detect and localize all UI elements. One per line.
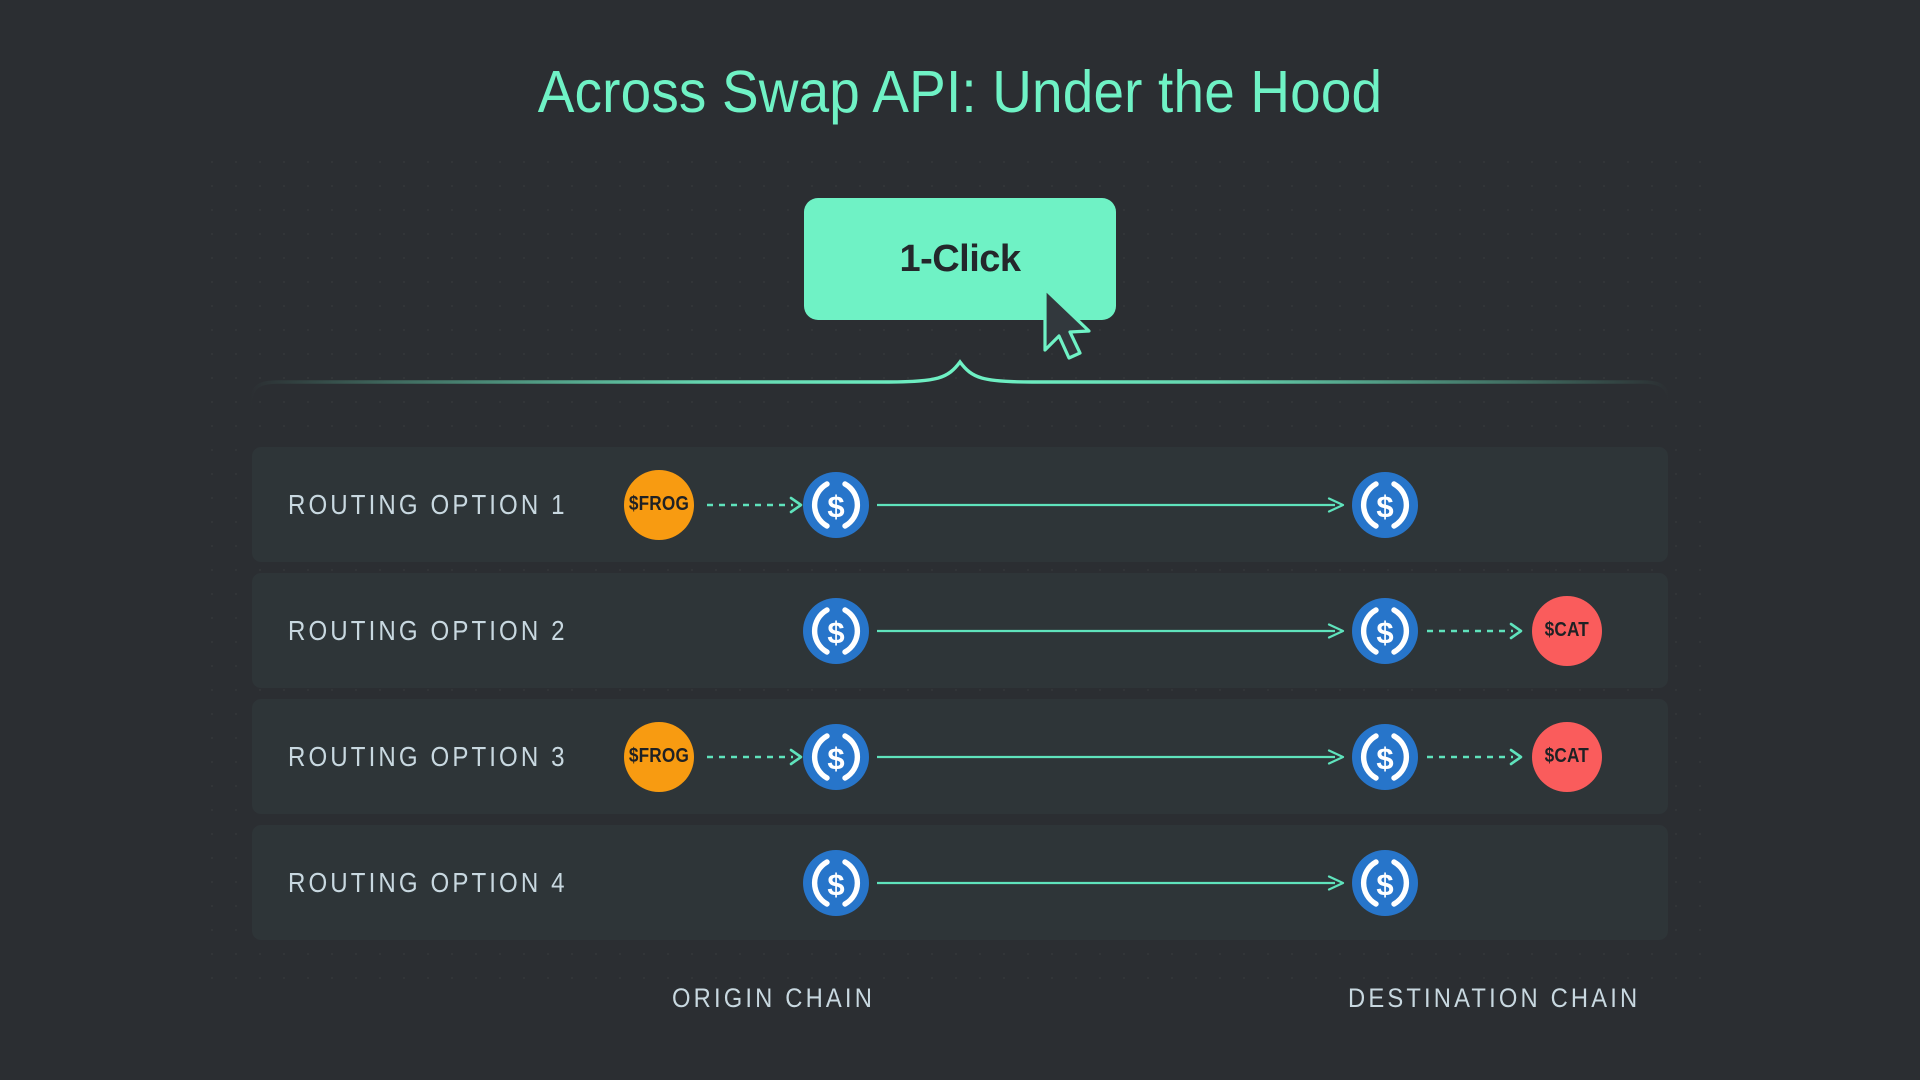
page-title: Across Swap API: Under the Hood	[537, 59, 1383, 125]
table-row[interactable]: ROUTING OPTION 1 $FROG $	[252, 447, 1668, 562]
bridge-arrow-solid	[877, 874, 1345, 891]
token-cat-destination[interactable]: $CAT	[1532, 595, 1602, 666]
table-row[interactable]: ROUTING OPTION 2 $ $	[252, 573, 1668, 688]
table-row[interactable]: ROUTING OPTION 3 $FROG $	[252, 699, 1668, 814]
usdc-coin-icon-origin[interactable]: $	[803, 849, 869, 916]
svg-text:$: $	[827, 741, 844, 776]
swap-arrow-dashed-destination	[1427, 748, 1523, 765]
routing-option-label: ROUTING OPTION 1	[288, 488, 568, 520]
token-frog-label: $FROG	[628, 745, 690, 767]
token-frog-origin[interactable]: $FROG	[624, 469, 694, 540]
svg-text:$: $	[1376, 741, 1393, 776]
swap-arrow-dashed-origin	[707, 748, 803, 765]
routing-option-label: ROUTING OPTION 3	[288, 740, 568, 772]
token-cat-label: $CAT	[1544, 745, 1590, 767]
svg-text:$: $	[827, 489, 844, 524]
mouse-pointer-icon	[1043, 287, 1091, 360]
svg-text:$: $	[827, 867, 844, 902]
usdc-coin-icon-origin[interactable]: $	[803, 471, 869, 538]
usdc-coin-icon-destination[interactable]: $	[1352, 471, 1418, 538]
bridge-arrow-solid	[877, 496, 1345, 513]
token-cat-destination[interactable]: $CAT	[1532, 721, 1602, 792]
svg-text:$: $	[1376, 867, 1393, 902]
swap-arrow-dashed-origin	[707, 496, 803, 513]
token-frog-origin[interactable]: $FROG	[624, 721, 694, 792]
bridge-arrow-solid	[877, 622, 1345, 639]
svg-text:$: $	[827, 615, 844, 650]
routing-option-label: ROUTING OPTION 2	[288, 614, 568, 646]
usdc-coin-icon-destination[interactable]: $	[1352, 849, 1418, 916]
token-frog-label: $FROG	[628, 493, 690, 515]
swap-arrow-dashed-destination	[1427, 622, 1523, 639]
token-cat-label: $CAT	[1544, 619, 1590, 641]
one-click-group: 1-Click	[804, 198, 1116, 360]
one-click-label: 1-Click	[899, 237, 1021, 280]
usdc-coin-icon-origin[interactable]: $	[803, 723, 869, 790]
routing-option-label: ROUTING OPTION 4	[288, 866, 568, 898]
svg-text:$: $	[1376, 489, 1393, 524]
usdc-coin-icon-origin[interactable]: $	[803, 597, 869, 664]
usdc-coin-icon-destination[interactable]: $	[1352, 597, 1418, 664]
curly-brace-icon	[248, 359, 1672, 414]
destination-chain-label: DESTINATION CHAIN	[1348, 983, 1641, 1013]
one-click-button[interactable]: 1-Click	[804, 198, 1116, 320]
routing-options-list: ROUTING OPTION 1 $FROG $	[252, 447, 1668, 951]
svg-text:$: $	[1376, 615, 1393, 650]
table-row[interactable]: ROUTING OPTION 4 $ $	[252, 825, 1668, 940]
origin-chain-label: ORIGIN CHAIN	[672, 983, 876, 1013]
bridge-arrow-solid	[877, 748, 1345, 765]
usdc-coin-icon-destination[interactable]: $	[1352, 723, 1418, 790]
